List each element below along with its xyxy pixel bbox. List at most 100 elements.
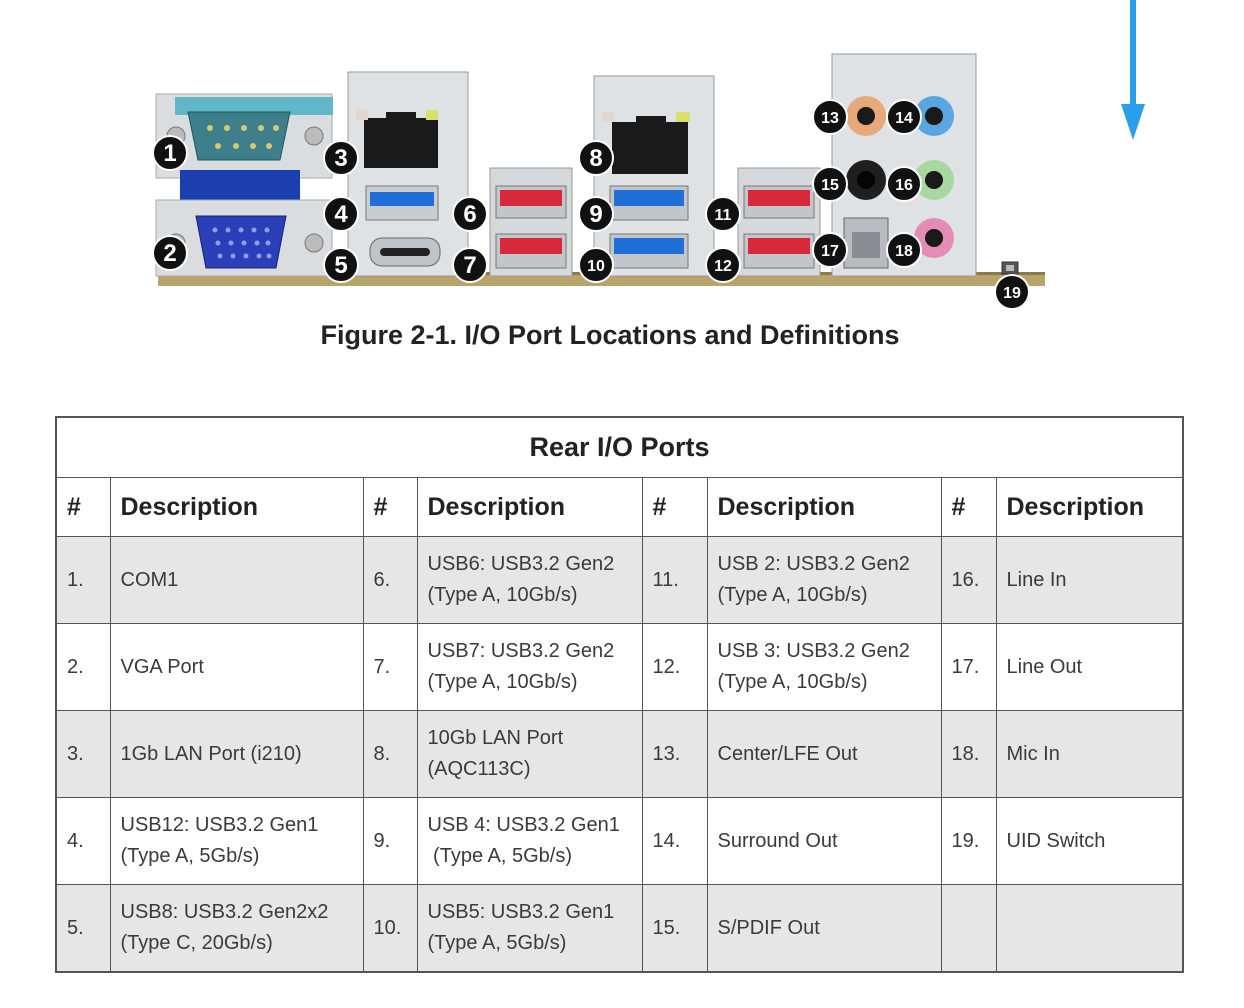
port-number-cell — [940, 884, 997, 973]
port-description-line: (Type A, 10Gb/s) — [717, 671, 868, 693]
callout-label: 14 — [895, 110, 913, 127]
figure-caption: Figure 2-1. I/O Port Locations and Defin… — [320, 320, 900, 350]
audio-stack-illustration — [831, 53, 977, 277]
callout-13: 13 — [812, 99, 848, 135]
usb-6-7-illustration — [489, 167, 573, 277]
port-number-cell: 1. — [55, 536, 111, 624]
table-row: 4.USB12: USB3.2 Gen1(Type A, 5Gb/s)9.USB… — [55, 797, 1184, 885]
port-number-cell: 17. — [940, 623, 997, 711]
port-description-line: Line Out — [1006, 655, 1083, 678]
callout-label: 17 — [821, 243, 839, 260]
callout-label: 10 — [587, 258, 605, 275]
callout-9: 9 — [578, 196, 614, 232]
table-row: 5. USB8: USB3.2 Gen2x2 (Type C, 20Gb/s) 10.… — [55, 884, 1184, 973]
port-description-cell: USB6: USB3.2 Gen2(Type A, 10Gb/s) — [416, 536, 643, 624]
port-description-cell: USB8: USB3.2 Gen2x2 (Type C, 20Gb/s) — [109, 884, 364, 973]
header-num-1: # — [55, 477, 111, 537]
port-number-cell: 6. — [362, 536, 418, 624]
callout-label: 7 — [463, 252, 476, 279]
port-number-cell: 3. — [55, 710, 111, 798]
callout-4: 4 — [323, 196, 359, 232]
port-description-cell: USB5: USB3.2 Gen1 (Type A, 5Gb/s) — [416, 884, 643, 973]
port-description-cell: USB 4: USB3.2 Gen1 (Type A, 5Gb/s) — [416, 797, 643, 885]
port-number-cell: 4. — [55, 797, 111, 885]
callout-label: 9 — [589, 201, 602, 228]
port-description-line: 1Gb LAN Port (i210) — [120, 742, 302, 765]
port-description-cell: 10Gb LAN Port (AQC113C) — [416, 710, 643, 798]
table-row: 1. COM1 6.USB6: USB3.2 Gen2(Type A, 10Gb/s… — [55, 536, 1184, 624]
port-description-line: (Type C, 20Gb/s) — [120, 932, 273, 954]
port-description-line: USB8: USB3.2 Gen2x2 — [120, 901, 329, 923]
port-description-line: Mic In — [1006, 742, 1060, 765]
port-description-cell: UID Switch — [995, 797, 1184, 885]
port-number-cell: 12. — [641, 623, 708, 711]
port-number-cell: 15. — [641, 884, 708, 973]
port-description-line: USB12: USB3.2 Gen1 — [120, 814, 319, 836]
port-description-line: USB 3: USB3.2 Gen2 — [717, 640, 910, 662]
callout-7: 7 — [452, 247, 488, 283]
port-description-line: (Type A, 10Gb/s) — [427, 671, 578, 693]
header-num-3: # — [641, 477, 708, 537]
port-description-line: (Type A, 10Gb/s) — [427, 584, 578, 606]
uid-switch-illustration — [1001, 261, 1019, 275]
callout-5: 5 — [323, 247, 359, 283]
port-description-line: (AQC113C) — [427, 758, 531, 780]
port-description-line: 10Gb LAN Port — [427, 727, 564, 749]
table-row: 3. 1Gb LAN Port (i210) 8. 10Gb LAN Port (AQC… — [55, 710, 1184, 798]
port-description-cell: Mic In — [995, 710, 1184, 798]
port-description-line: USB7: USB3.2 Gen2 — [427, 640, 615, 662]
callout-label: 12 — [714, 258, 732, 275]
port-description-line: (Type A, 5Gb/s) — [427, 932, 567, 954]
port-number-cell: 5. — [55, 884, 111, 973]
callout-12: 12 — [705, 247, 741, 283]
callout-1: 1 — [152, 135, 188, 171]
com1-port-illustration — [155, 93, 333, 200]
port-number-cell: 7. — [362, 623, 418, 711]
port-number-cell: 9. — [362, 797, 418, 885]
callout-label: 8 — [589, 145, 602, 172]
callout-2: 2 — [152, 235, 188, 271]
port-number-cell: 11. — [641, 536, 708, 624]
port-description-cell: USB 2: USB3.2 Gen2(Type A, 10Gb/s) — [706, 536, 942, 624]
port-description-cell: USB 3: USB3.2 Gen2 (Type A, 10Gb/s) — [706, 623, 942, 711]
header-num-4: # — [940, 477, 997, 537]
port-description-line: USB 2: USB3.2 Gen2 — [717, 553, 910, 575]
port-number-cell: 18. — [940, 710, 997, 798]
port-description-cell: Surround Out — [706, 797, 942, 885]
callout-label: 3 — [334, 145, 347, 172]
port-number-cell: 8. — [362, 710, 418, 798]
rear-io-ports-table: Rear I/O Ports # Description # Descripti… — [55, 416, 1185, 973]
port-description-line: Line In — [1006, 568, 1067, 591]
port-description-cell: S/PDIF Out — [706, 884, 942, 973]
port-number-cell: 19. — [940, 797, 997, 885]
lan-10gb-usb-stack-illustration — [593, 75, 715, 277]
port-description-line: VGA Port — [120, 655, 204, 678]
port-description-cell: COM1 — [109, 536, 364, 624]
callout-label: 16 — [895, 177, 913, 194]
callout-8: 8 — [578, 140, 614, 176]
callout-label: 19 — [1003, 285, 1021, 302]
port-description-line: USB 4: USB3.2 Gen1 — [427, 814, 620, 836]
port-description-cell: Center/LFE Out — [706, 710, 942, 798]
port-description-cell: 1Gb LAN Port (i210) — [109, 710, 364, 798]
callout-label: 2 — [163, 240, 176, 267]
callout-label: 18 — [895, 243, 913, 260]
callout-19: 19 — [994, 274, 1030, 310]
table-title: Rear I/O Ports — [55, 416, 1184, 478]
callout-label: 5 — [334, 252, 347, 279]
port-description-line: (Type A, 5Gb/s) — [427, 845, 573, 867]
port-description-cell — [995, 884, 1184, 973]
header-desc-2: Description — [416, 477, 643, 537]
header-desc-4: Description — [995, 477, 1184, 537]
port-description-line: Surround Out — [717, 829, 838, 852]
port-description-line: COM1 — [120, 568, 179, 591]
port-number-cell: 10. — [362, 884, 418, 973]
header-desc-3: Description — [706, 477, 942, 537]
callout-17: 17 — [812, 232, 848, 268]
port-description-line: USB5: USB3.2 Gen1 — [427, 901, 615, 923]
port-number-cell: 13. — [641, 710, 708, 798]
callout-label: 13 — [821, 110, 839, 127]
